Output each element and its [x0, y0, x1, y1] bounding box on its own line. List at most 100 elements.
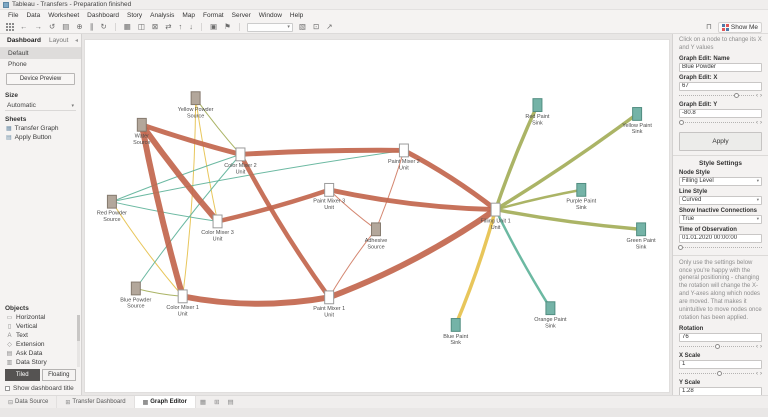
tiled-button[interactable]: Tiled — [5, 369, 40, 381]
x-scale-step-down[interactable]: ‹ — [756, 370, 758, 377]
share-icon[interactable]: ↗ — [326, 22, 333, 32]
menu-window[interactable]: Window — [258, 12, 282, 19]
new-worksheet-icon[interactable]: ▦ — [123, 22, 131, 32]
replay-icon[interactable]: ↺ — [49, 22, 56, 32]
graph-edit-y-input[interactable]: -80.8 — [679, 108, 762, 118]
x-scale-step-up[interactable]: › — [760, 370, 762, 377]
duplicate-sheet-icon[interactable]: ◫ — [137, 22, 145, 32]
slider-handle[interactable] — [733, 93, 739, 99]
collapse-pane-icon[interactable]: ◂ — [74, 38, 78, 44]
objects-scrollbar[interactable] — [77, 315, 80, 367]
slider-handle[interactable] — [679, 120, 684, 126]
device-item-default[interactable]: Default — [0, 48, 81, 59]
pause-auto-updates-icon[interactable]: ∥ — [89, 22, 94, 32]
rotation-step-down[interactable]: ‹ — [756, 343, 758, 350]
graph-edit-y-step-up[interactable]: › — [760, 119, 762, 126]
line-style-dropdown[interactable]: Curved▾ — [679, 195, 762, 205]
sort-ascending-icon[interactable]: ↑ — [178, 22, 183, 32]
menu-story[interactable]: Story — [126, 12, 143, 19]
sheet-item-transfer-graph[interactable]: ▦Transfer Graph — [0, 124, 81, 133]
show-mark-labels-icon[interactable]: ⚑ — [224, 22, 231, 32]
full-view-icon[interactable]: ⊡ — [312, 22, 320, 32]
object-item-ask-data[interactable]: ▤Ask Data — [0, 349, 81, 358]
undo-icon[interactable]: ← — [20, 22, 28, 32]
slider-handle[interactable] — [717, 371, 723, 377]
show-dashboard-title-checkbox[interactable] — [5, 386, 10, 391]
object-item-vertical[interactable]: ▯Vertical — [0, 322, 81, 331]
graph-edit-x-slider[interactable]: ‹› — [679, 93, 762, 99]
x-scale-input[interactable]: 1 — [679, 359, 762, 369]
tableau-logo-icon[interactable] — [6, 23, 14, 31]
sheet-item-apply-button[interactable]: ▤Apply Button — [0, 133, 81, 142]
apply-button[interactable]: Apply — [679, 131, 762, 151]
size-dropdown[interactable]: Automatic ▾ — [5, 101, 76, 111]
add-data-source-icon[interactable]: ⊕ — [76, 22, 83, 32]
y-scale-input[interactable]: 1.28 — [679, 386, 762, 395]
new-worksheet-button[interactable]: ▦ — [199, 399, 207, 406]
sheet-tab-data-source[interactable]: ⊟Data Source — [0, 396, 58, 408]
pane-tab-layout[interactable]: Layout — [48, 37, 69, 44]
object-item-data-story[interactable]: ▥Data Story — [0, 358, 81, 367]
run-update-icon[interactable]: ↻ — [100, 22, 107, 32]
floating-button[interactable]: Floating — [41, 369, 76, 381]
graph-edit-x-input[interactable]: 67 — [679, 81, 762, 91]
menu-map[interactable]: Map — [182, 12, 196, 19]
menu-format[interactable]: Format — [203, 12, 224, 19]
node-style-dropdown[interactable]: Filling Level▾ — [679, 176, 762, 186]
menu-worksheet[interactable]: Worksheet — [48, 12, 80, 19]
rotation-step-up[interactable]: › — [760, 343, 762, 350]
slider-handle[interactable] — [715, 344, 720, 350]
menu-dashboard[interactable]: Dashboard — [87, 12, 119, 19]
graph-edit-x-step-up[interactable]: › — [760, 92, 762, 99]
rotation-input[interactable]: 76 — [679, 332, 762, 342]
object-item-horizontal[interactable]: ▭Horizontal — [0, 313, 81, 322]
graph-edit-y-slider[interactable]: ‹› — [679, 120, 762, 126]
graph-edit-name-input[interactable]: Blue Powder — [679, 62, 762, 72]
pane-tab-dashboard[interactable]: Dashboard — [7, 37, 41, 44]
sort-descending-icon[interactable]: ↓ — [189, 22, 194, 32]
new-dashboard-button[interactable]: ⊞ — [214, 399, 220, 406]
swap-rows-columns-icon[interactable]: ⇄ — [165, 22, 172, 32]
new-story-button[interactable]: ▤ — [227, 399, 234, 406]
show-me-button[interactable]: Show Me — [717, 21, 762, 33]
redo-icon[interactable]: → — [34, 22, 43, 32]
menu-file[interactable]: File — [8, 12, 19, 19]
presentation-mode-icon[interactable]: ⊓ — [706, 22, 712, 32]
menu-analysis[interactable]: Analysis — [150, 12, 175, 19]
time-of-observation-slider[interactable] — [678, 245, 762, 251]
highlight-icon[interactable]: ▣ — [210, 22, 218, 32]
menu-help[interactable]: Help — [289, 12, 304, 19]
time-of-observation-input[interactable]: 01.01.2020 00:00:00 — [679, 233, 762, 243]
object-item-extension[interactable]: ◇Extension — [0, 340, 81, 349]
show-hide-cards-icon[interactable]: ▧ — [298, 22, 306, 32]
save-icon[interactable]: ▤ — [62, 22, 70, 32]
show-inactive-connections-dropdown[interactable]: True▾ — [679, 214, 762, 224]
fit-dropdown[interactable]: ▾ — [246, 22, 293, 32]
sheet-tab-transfer-dashboard[interactable]: ⊞Transfer Dashboard — [57, 396, 135, 408]
slider-handle[interactable] — [678, 245, 683, 251]
clear-sheet-icon[interactable]: ⊠ — [151, 22, 159, 32]
graph-edit-y-step-down[interactable]: ‹ — [756, 119, 758, 126]
rotation-slider[interactable]: ‹› — [679, 344, 762, 350]
x-scale-slider[interactable]: ‹› — [679, 371, 762, 377]
device-item-phone[interactable]: Phone — [8, 61, 27, 68]
device-preview-button[interactable]: Device Preview — [6, 73, 75, 85]
